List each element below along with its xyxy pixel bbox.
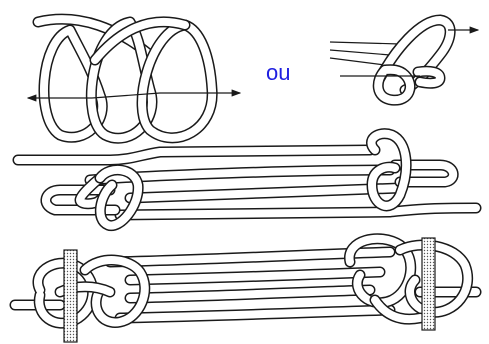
left-dowel	[64, 250, 77, 342]
knot-with-dowels	[15, 238, 476, 342]
coil-alternative	[330, 20, 478, 100]
knot-long-middle	[18, 134, 476, 226]
coil-three-loops	[28, 19, 240, 138]
right-dowel	[422, 238, 435, 330]
connector-label: ou	[266, 60, 290, 85]
